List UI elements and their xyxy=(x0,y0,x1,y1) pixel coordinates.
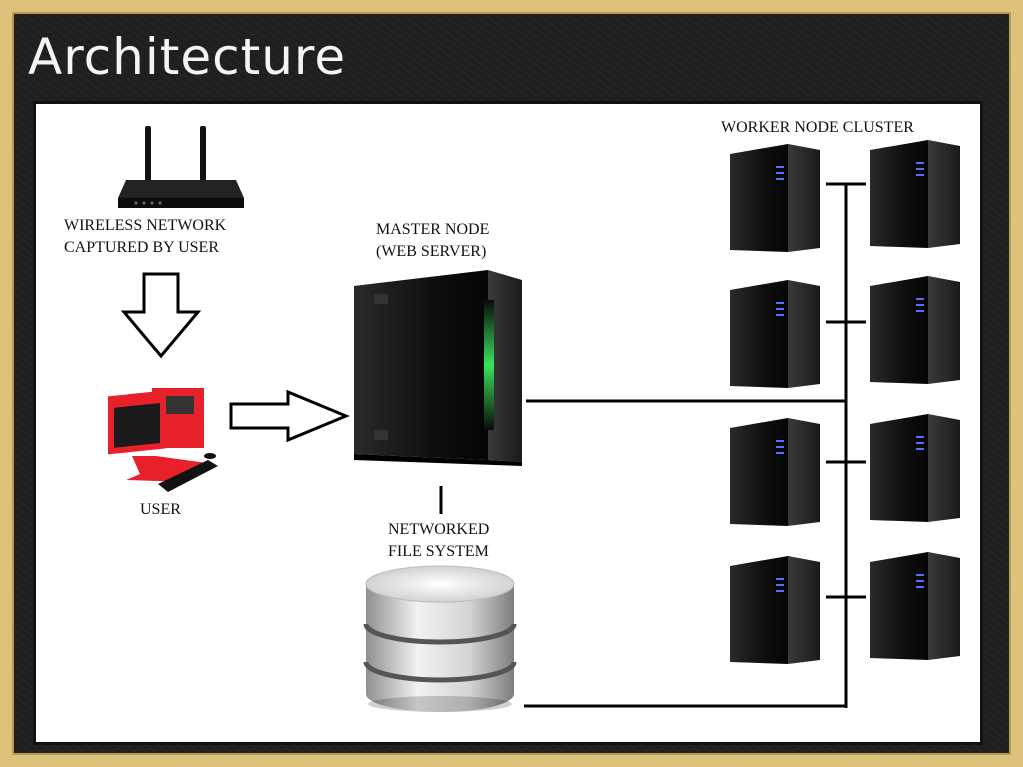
worker-node-6 xyxy=(870,414,960,522)
worker-node-7 xyxy=(730,556,820,664)
worker-node-2 xyxy=(870,140,960,248)
wireless-label-line2: CAPTURED BY USER xyxy=(64,239,219,256)
server-tower-icon xyxy=(354,270,522,466)
cluster-label: WORKER NODE CLUSTER xyxy=(721,119,914,136)
wireless-router-icon xyxy=(118,126,244,208)
worker-node-8 xyxy=(870,552,960,660)
worker-node-1 xyxy=(730,144,820,252)
worker-node-3 xyxy=(730,280,820,388)
slide-title: Architecture xyxy=(28,28,347,86)
wireless-label-line1: WIRELESS NETWORK xyxy=(64,217,227,234)
desktop-computer-icon xyxy=(108,388,218,492)
down-arrow-icon xyxy=(120,272,202,359)
right-arrow-icon xyxy=(229,389,350,443)
network-connectors xyxy=(524,182,866,708)
architecture-diagram: WIRELESS NETWORK CAPTURED BY USER USER M… xyxy=(64,119,960,712)
nfs-label-line2: FILE SYSTEM xyxy=(388,543,489,560)
database-icon xyxy=(363,565,517,712)
master-label-line1: MASTER NODE xyxy=(376,221,489,238)
user-label: USER xyxy=(140,501,181,518)
nfs-label-line1: NETWORKED xyxy=(388,521,489,538)
master-label-line2: (WEB SERVER) xyxy=(376,243,486,260)
worker-node-4 xyxy=(870,276,960,384)
worker-node-5 xyxy=(730,418,820,526)
diagram-panel: WIRELESS NETWORK CAPTURED BY USER USER M… xyxy=(36,104,980,742)
